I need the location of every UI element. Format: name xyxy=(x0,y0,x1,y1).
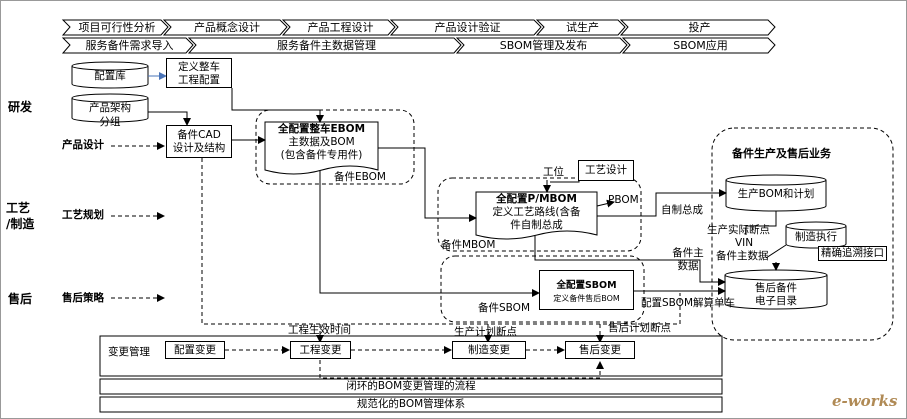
stage-mass-production: 投产 xyxy=(688,21,711,34)
product-architecture: 产品架构 分组 xyxy=(89,102,131,128)
stage-design-validation: 产品设计验证 xyxy=(434,21,501,34)
production-bom-plan: 生产BOM和计划 xyxy=(737,188,815,200)
spare-main-data-label: 备件主 数据 xyxy=(672,247,704,272)
side-label-process-plan: 工艺规划 xyxy=(62,209,104,221)
stage-sbom-application: SBOM应用 xyxy=(673,39,728,52)
spare-cad-box: 备件CAD 设计及结构 xyxy=(166,125,232,158)
manufacturing-change-box: 制造变更 xyxy=(452,341,526,359)
engineering-effective-time: 工程生效时间 xyxy=(288,324,351,336)
manufacturing-execution: 制造执行 xyxy=(795,231,837,243)
change-management-label: 变更管理 xyxy=(108,346,150,358)
watermark-logo: e-works xyxy=(832,392,898,410)
stage-spare-demand: 服务备件需求导入 xyxy=(85,39,174,52)
stage-concept-design: 产品概念设计 xyxy=(194,21,260,34)
mbom-title: 全配置P/MBOM xyxy=(496,193,577,205)
ebom-title: 全配置整车EBOM xyxy=(277,123,366,135)
spare-mbom-label: 备件MBOM xyxy=(441,239,496,251)
vin-label: VIN xyxy=(735,237,754,249)
station-label: 工位 xyxy=(543,166,564,178)
sbom-title: 全配置SBOM xyxy=(556,280,617,291)
stage-sbom-release: SBOM管理及发布 xyxy=(499,39,588,52)
aftersales-plan-breakpoint: 售后计划断点 xyxy=(608,322,671,334)
mbom-subtitle: 定义工艺路线(含备 件自制总成 xyxy=(492,206,581,231)
stage-engineering-design: 产品工程设计 xyxy=(307,21,374,34)
row-label-aftersales: 售后 xyxy=(8,292,33,306)
pbom-label: PBOM xyxy=(608,194,639,206)
spare-sbom-label: 备件SBOM xyxy=(478,302,531,314)
aftersales-change-text: 售后变更 xyxy=(579,344,621,356)
spare-cad-text: 备件CAD 设计及结构 xyxy=(172,129,226,154)
spare-ebom-label: 备件EBOM xyxy=(334,171,386,183)
trace-interface-text: 精确追溯接口 xyxy=(821,247,884,259)
standard-bom-system: 规范化的BOM管理体系 xyxy=(356,398,466,410)
side-label-aftersales-strategy: 售后策略 xyxy=(62,292,104,304)
actual-breakpoint-label: 生产实际断点 xyxy=(707,224,770,236)
process-design-box: 工艺设计 xyxy=(578,160,634,181)
config-change-box: 配置变更 xyxy=(165,341,225,359)
define-config-box: 定义整车 工程配置 xyxy=(166,58,232,88)
process-design-text: 工艺设计 xyxy=(585,164,627,176)
spare-catalog: 售后备件 电子目录 xyxy=(755,282,797,307)
aftersales-change-box: 售后变更 xyxy=(565,341,635,359)
config-change-text: 配置变更 xyxy=(174,344,216,356)
manufacturing-change-text: 制造变更 xyxy=(468,344,510,356)
ebom-subtitle: 主数据及BOM (包含备件专用件) xyxy=(280,136,363,161)
spare-master-label: 备件主数据 xyxy=(716,250,769,262)
row-label-rd: 研发 xyxy=(8,100,33,114)
sbom-subtitle: 定义备件售后BOM xyxy=(553,294,620,303)
define-config-text: 定义整车 工程配置 xyxy=(178,61,220,86)
config-library: 配置库 xyxy=(94,70,126,82)
business-title: 备件生产及售后业务 xyxy=(732,147,831,160)
row-label-process: 工艺 /制造 xyxy=(6,201,35,231)
stage-trial-production: 试生产 xyxy=(566,21,599,34)
stage-feasibility: 项目可行性分析 xyxy=(78,21,156,34)
sbom-box: 全配置SBOM 定义备件售后BOM xyxy=(539,270,634,310)
side-label-product-design: 产品设计 xyxy=(62,139,104,151)
engineering-change-box: 工程变更 xyxy=(290,341,351,359)
stage-spare-master-data: 服务备件主数据管理 xyxy=(277,39,376,52)
config-sbom-solve-label: 配置SBOM解算单车 xyxy=(641,297,736,309)
self-assembly-label: 自制总成 xyxy=(661,204,703,216)
production-plan-breakpoint: 生产计划断点 xyxy=(454,326,517,338)
closed-loop-process: 闭环的BOM变更管理的流程 xyxy=(346,380,476,392)
engineering-change-text: 工程变更 xyxy=(299,344,342,356)
trace-interface-box: 精确追溯接口 xyxy=(818,246,887,261)
